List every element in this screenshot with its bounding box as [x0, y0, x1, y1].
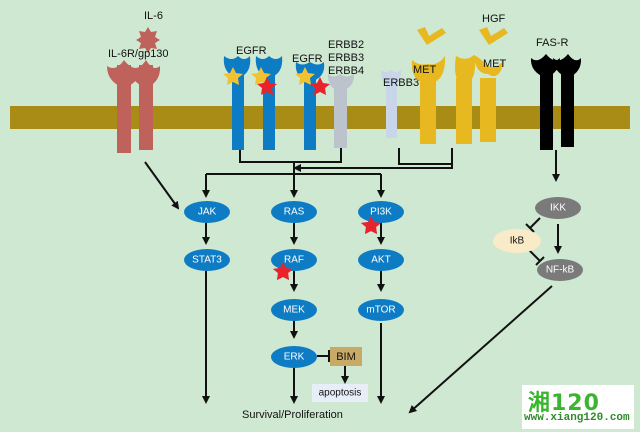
svg-text:AKT: AKT: [371, 255, 390, 266]
erbb2-3-4-receptor: [328, 74, 354, 148]
svg-text:apoptosis: apoptosis: [319, 388, 362, 399]
yellow-star-icon: [223, 67, 243, 85]
erbb3-receptor: [380, 70, 402, 138]
svg-text:mTOR: mTOR: [366, 305, 395, 316]
il6-label: IL-6: [144, 10, 163, 22]
node-akt: AKT: [358, 249, 404, 271]
met-receptor-dimer: [455, 55, 504, 144]
met-receptor-single: [411, 56, 446, 144]
node-ikk: IKK: [535, 197, 581, 219]
il6-ligand-icon: [136, 27, 160, 53]
svg-text:MEK: MEK: [283, 305, 305, 316]
node-stat3: STAT3: [184, 249, 230, 271]
il6r-label: IL-6R/gp130: [108, 48, 169, 60]
red-star-icon: [361, 216, 381, 234]
node-apoptosis: apoptosis: [312, 384, 368, 402]
svg-text:IKK: IKK: [550, 203, 566, 214]
node-pi3k: PI3K: [358, 201, 404, 223]
node-ras: RAS: [271, 201, 317, 223]
svg-text:IkB: IkB: [510, 236, 525, 247]
cell-membrane: [10, 106, 630, 129]
svg-text:RAF: RAF: [284, 255, 304, 266]
red-star-icon: [257, 77, 277, 95]
erbb-label-3: ERBB4: [328, 65, 364, 77]
svg-text:NF-kB: NF-kB: [546, 265, 575, 276]
met-label-1: MET: [413, 64, 437, 76]
erbb-label-1: ERBB2: [328, 39, 364, 51]
svg-text:BIM: BIM: [336, 351, 356, 363]
node-raf: RAF: [271, 249, 317, 271]
il6-receptor: [107, 60, 161, 153]
egfr-label-2: EGFR: [292, 53, 323, 65]
erbb-label-2: ERBB3: [328, 52, 364, 64]
node-jak: JAK: [184, 201, 230, 223]
node-nfkb: NF-kB: [537, 259, 583, 281]
node-erk: ERK: [271, 346, 317, 368]
svg-text:STAT3: STAT3: [192, 255, 222, 266]
node-mtor: mTOR: [358, 299, 404, 321]
fasr-label: FAS-R: [536, 37, 568, 49]
erbb3-label: ERBB3: [383, 77, 419, 89]
connector-lines: [144, 148, 562, 414]
egfr-label-1: EGFR: [236, 45, 267, 57]
watermark-url: www.xiang120.com: [524, 412, 630, 424]
hgf-ligand-icon: [417, 27, 446, 45]
svg-text:RAS: RAS: [284, 207, 305, 218]
red-star-icon: [310, 77, 330, 95]
svg-text:ERK: ERK: [284, 352, 305, 363]
watermark-title: 湘120: [528, 391, 600, 416]
node-ikb: IkB: [493, 229, 541, 253]
node-bim: BIM: [330, 347, 362, 366]
yellow-star-icon: [295, 67, 315, 85]
hgf-ligand-icon: [479, 27, 508, 45]
svg-text:PI3K: PI3K: [370, 207, 392, 218]
node-mek: MEK: [271, 299, 317, 321]
hgf-label: HGF: [482, 13, 506, 25]
red-star-icon: [273, 262, 293, 280]
outcome-label: Survival/Proliferation: [242, 409, 343, 421]
met-label-2: MET: [483, 58, 507, 70]
watermark: 湘120 www.xiang120.com: [522, 385, 634, 429]
fasr-receptor: [530, 54, 582, 150]
svg-text:JAK: JAK: [198, 207, 217, 218]
